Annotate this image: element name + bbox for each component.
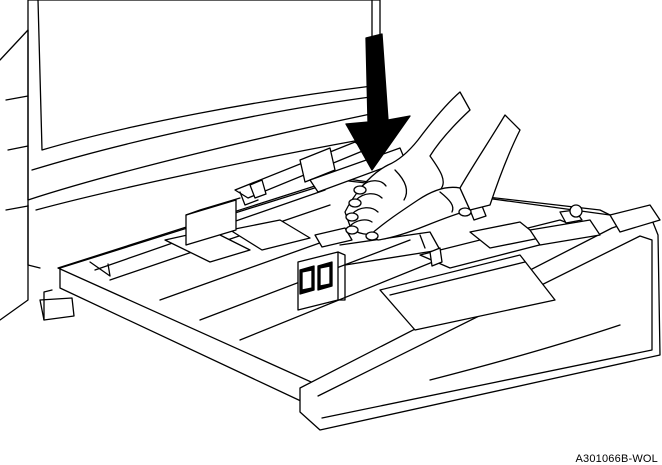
figure-code-label: A301066B-WOL xyxy=(575,453,658,465)
printer-body xyxy=(0,0,381,321)
hand-right xyxy=(365,114,521,241)
paper-tray xyxy=(57,141,661,431)
hand-left xyxy=(344,91,471,235)
down-arrow-icon xyxy=(345,33,411,171)
